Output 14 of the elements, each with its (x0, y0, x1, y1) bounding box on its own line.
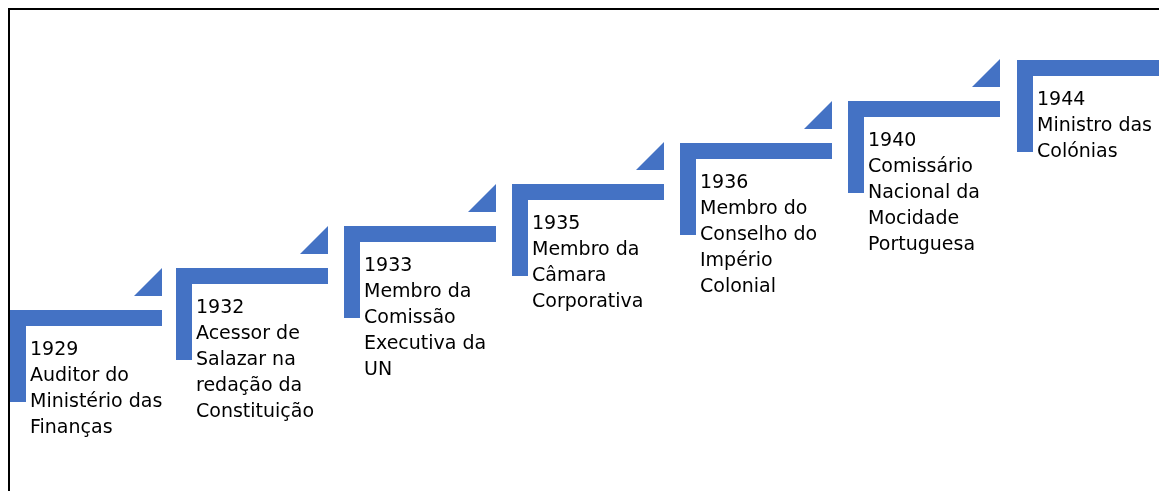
milestone-text: Membro da Câmara Corporativa (532, 236, 645, 313)
year-label: 1929 (30, 336, 80, 361)
milestone-text: Acessor de Salazar na redação da Constituição (196, 320, 316, 423)
year-label: 1940 (868, 127, 918, 152)
milestone-text: Membro do Conselho do Império Colonial (700, 195, 819, 298)
year-label: 1944 (1037, 86, 1087, 111)
year-label: 1935 (532, 210, 582, 235)
milestone-text: Membro da Comissão Executiva da UN (364, 278, 488, 381)
year-label: 1932 (196, 294, 246, 319)
milestone-text: Comissário Nacional da Mocidade Portuguesa (868, 153, 981, 256)
year-label: 1933 (364, 252, 414, 277)
milestone-text: Auditor do Ministério das Finanças (30, 362, 164, 439)
milestone-text: Ministro das Colónias (1037, 112, 1153, 163)
year-label: 1936 (700, 169, 750, 194)
